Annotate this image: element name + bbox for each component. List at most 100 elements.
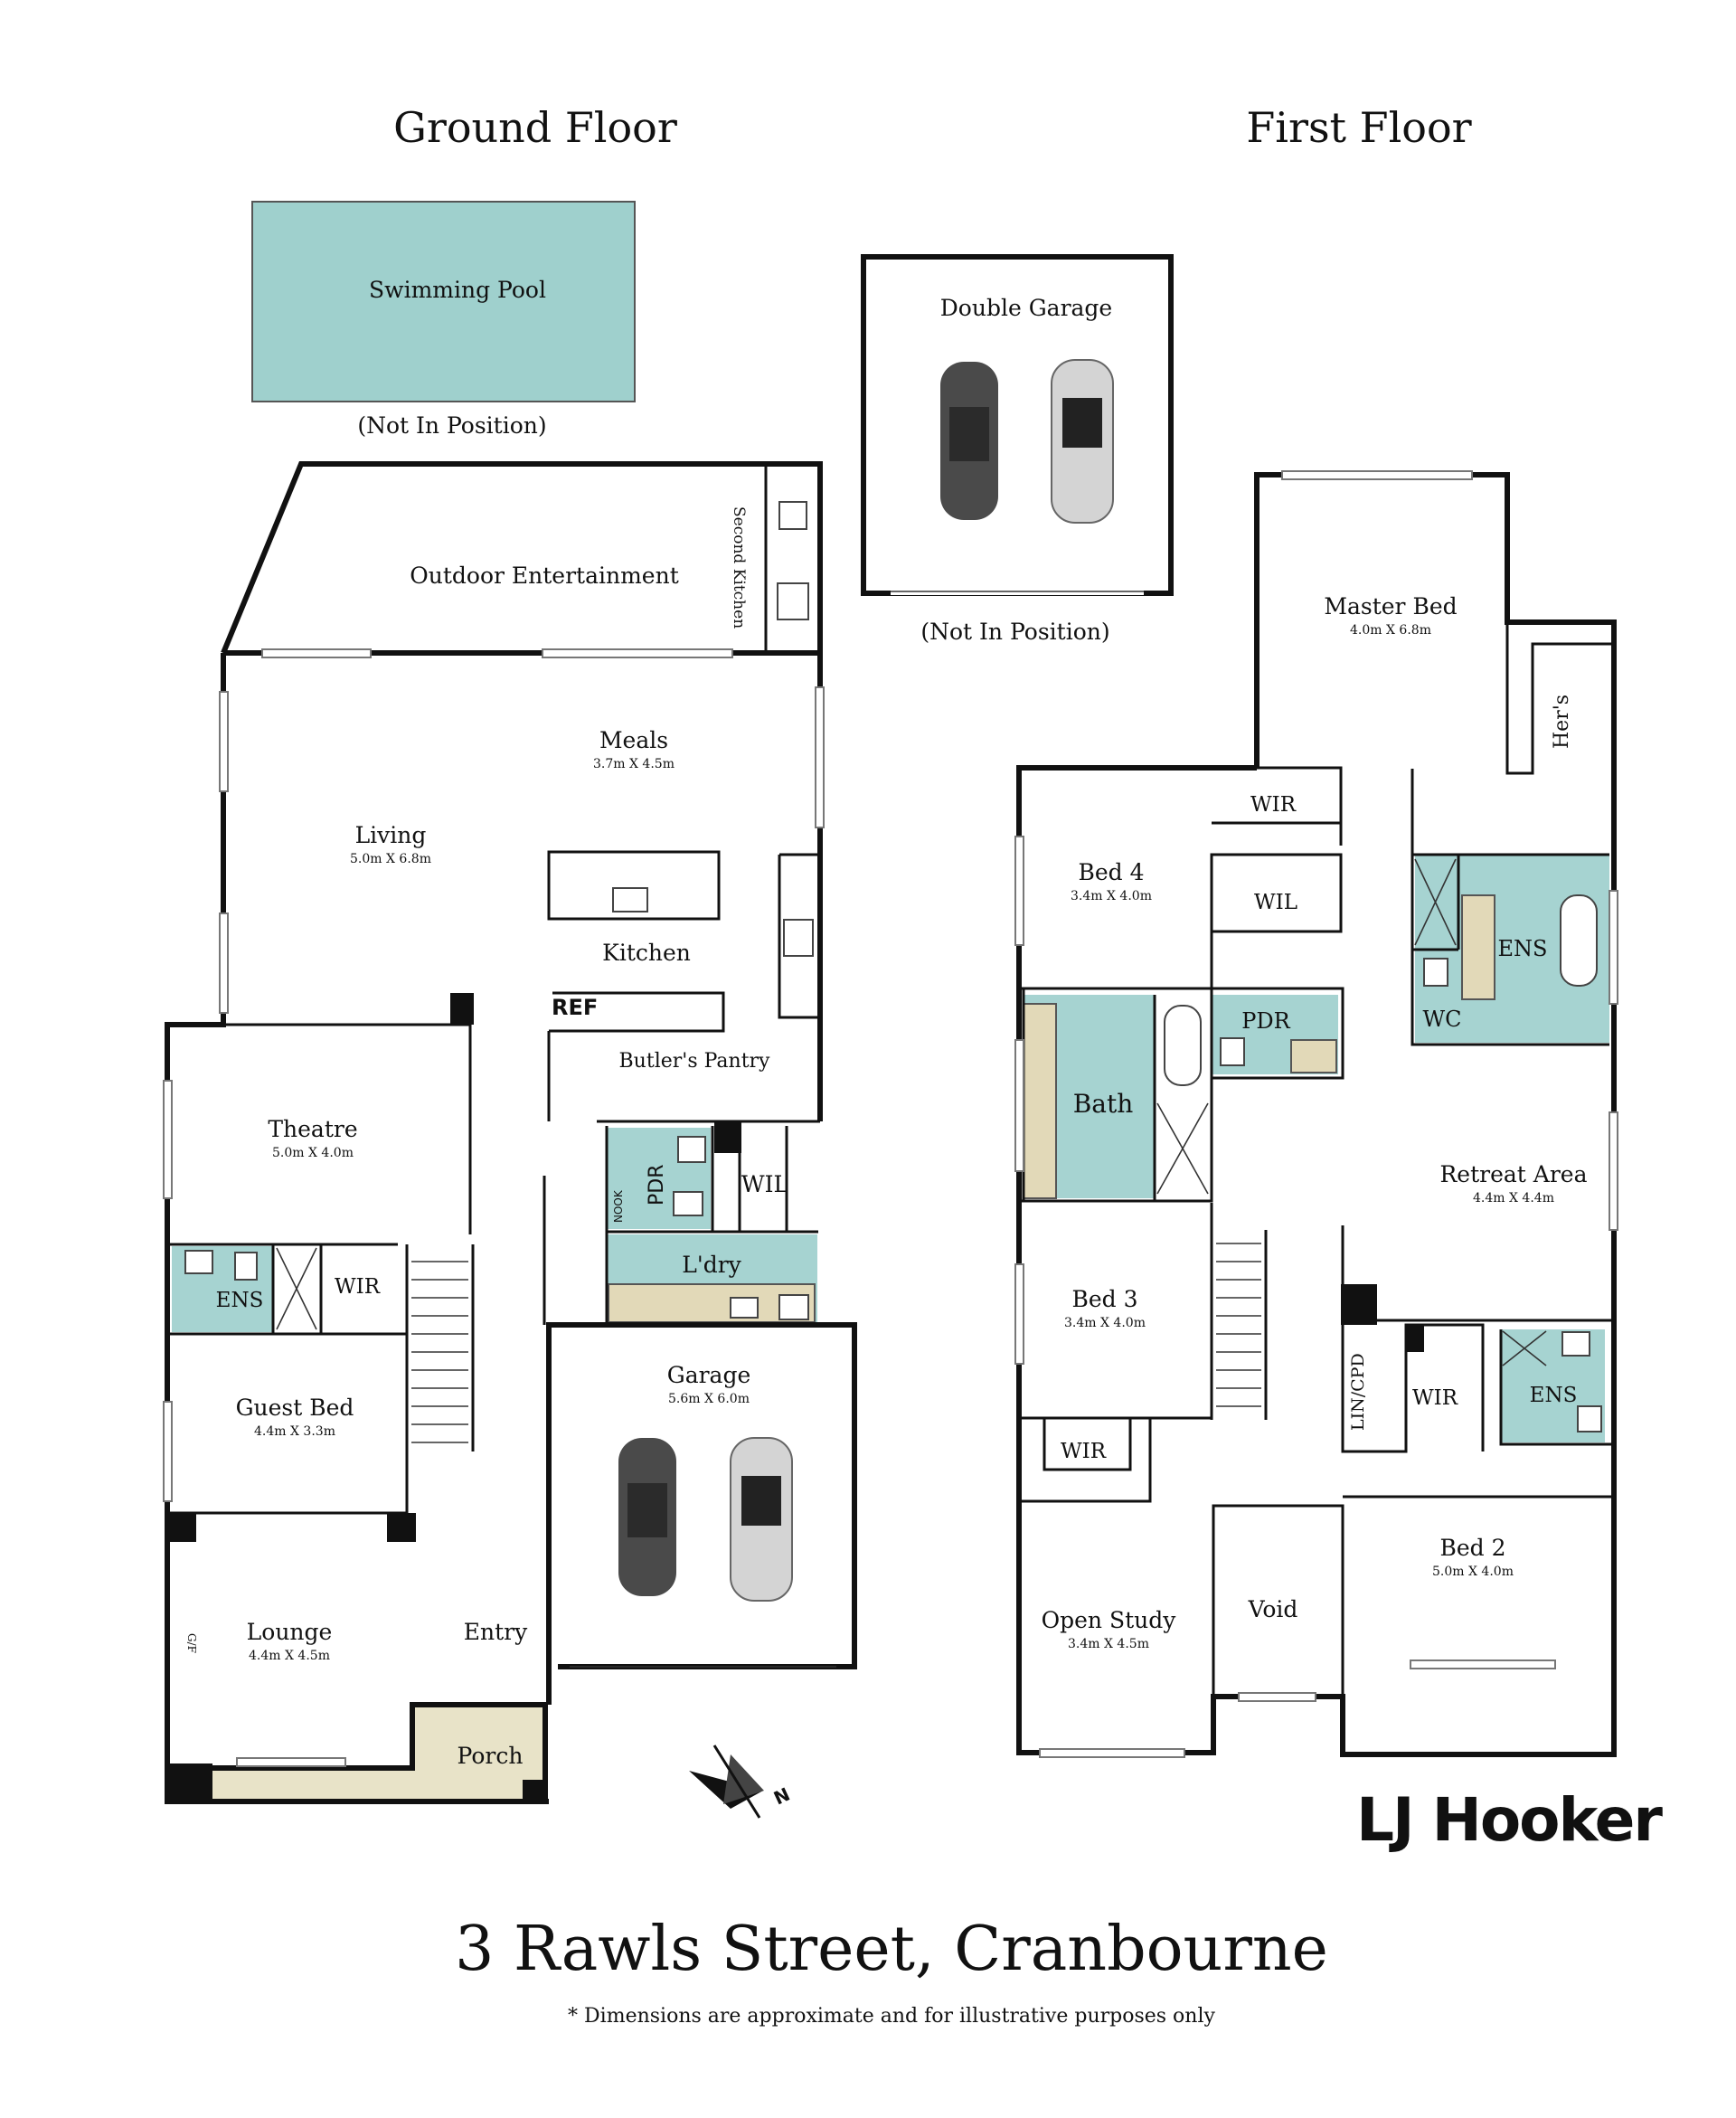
toilet-icon	[234, 1252, 258, 1281]
void-wall	[1212, 1504, 1344, 1697]
wc-label: WC	[1422, 1007, 1461, 1032]
ens2-label: ENS	[1530, 1384, 1578, 1407]
void-label: Void	[1248, 1596, 1298, 1622]
wir-top-label: WIR	[1250, 793, 1297, 817]
bed4-dims: 3.4m X 4.0m	[1071, 889, 1152, 903]
laundry-label: L'dry	[682, 1252, 741, 1278]
column	[450, 993, 474, 1025]
window	[236, 1757, 346, 1767]
swimming-pool-label: Swimming Pool	[369, 277, 546, 303]
wir-mid-label: WIR	[1412, 1386, 1458, 1410]
theatre-dims: 5.0m X 4.0m	[272, 1146, 354, 1160]
pdr-vanity	[1290, 1039, 1337, 1073]
column	[167, 1763, 212, 1801]
gf-label: G/F	[185, 1633, 198, 1653]
hers-wall	[1505, 622, 1614, 775]
garage-car-dark-icon	[618, 1438, 676, 1596]
shower-cross	[1156, 1102, 1209, 1195]
double-garage-note: (Not In Position)	[920, 619, 1109, 645]
window	[1609, 890, 1618, 1005]
first-floor-plan: Double Garage (Not In Position)	[861, 254, 1618, 1758]
double-garage-label: Double Garage	[940, 295, 1112, 321]
study-dims: 3.4m X 4.5m	[1068, 1637, 1149, 1651]
kitchen-cooktop-icon	[783, 919, 814, 957]
ground-floor-plan: Swimming Pool (Not In Position)	[163, 201, 857, 1819]
first-stairs	[1216, 1243, 1261, 1407]
entry-label: Entry	[464, 1619, 528, 1645]
toilet-icon	[1220, 1037, 1245, 1066]
study-label: Open Study	[1042, 1607, 1177, 1633]
guest-bed-label: Guest Bed	[236, 1395, 354, 1421]
porch-wall	[211, 1702, 548, 1800]
pdr-label: PDR	[1241, 1008, 1290, 1034]
logo-text: LJ Hooker	[1356, 1785, 1663, 1855]
sink-icon	[777, 582, 809, 620]
porch-area	[211, 1705, 545, 1800]
window	[219, 912, 229, 1014]
kitchen-island	[547, 850, 721, 921]
window	[815, 686, 825, 828]
ref-label: REF	[552, 995, 598, 1020]
toilet-icon	[1577, 1405, 1602, 1432]
ground-stairs	[411, 1261, 468, 1443]
meals-label: Meals	[599, 727, 668, 753]
compass-icon: N	[689, 1745, 793, 1819]
bathtub-icon	[1560, 894, 1598, 987]
address-title: 3 Rawls Street, Cranbourne	[455, 1914, 1328, 1985]
basin-icon	[677, 1136, 706, 1163]
master-bed-dims: 4.0m X 6.8m	[1350, 623, 1431, 638]
shower-cross	[1502, 1330, 1547, 1366]
pool-note: (Not In Position)	[357, 412, 546, 439]
wir-bed3-inner	[1043, 1418, 1132, 1471]
kitchen-bench	[549, 991, 725, 1033]
window	[1039, 1748, 1185, 1758]
bed3-dims: 3.4m X 4.0m	[1064, 1316, 1146, 1330]
lin-cpd-label: LIN/CPD	[1348, 1353, 1368, 1431]
window	[1410, 1659, 1556, 1669]
bath-vanity	[1023, 1003, 1057, 1199]
retreat-label: Retreat Area	[1439, 1161, 1587, 1187]
hers-label: Her's	[1551, 695, 1573, 749]
lj-hooker-logo: LJ Hooker	[1356, 1785, 1665, 1855]
nook-label: NOOK	[612, 1189, 625, 1223]
lin-wall	[1341, 1225, 1485, 1453]
window	[1238, 1692, 1316, 1702]
ens-master-left-wall	[1410, 769, 1609, 1046]
outdoor-label: Outdoor Entertainment	[410, 563, 679, 589]
swimming-pool	[251, 201, 636, 402]
lounge-dims: 4.4m X 4.5m	[249, 1649, 330, 1663]
wil-label: WIL	[1254, 891, 1297, 914]
toilet-icon	[1423, 958, 1448, 987]
bed4-label: Bed 4	[1078, 859, 1144, 885]
column	[167, 1513, 196, 1542]
wir-bed3-wall	[1019, 1418, 1152, 1503]
washer-icon	[778, 1294, 809, 1320]
living-dims: 5.0m X 6.8m	[350, 852, 431, 866]
window	[219, 691, 229, 792]
living-label: Living	[355, 822, 427, 848]
retreat-dims: 4.4m X 4.4m	[1473, 1191, 1554, 1206]
shower-cross	[1414, 858, 1457, 946]
column	[1341, 1284, 1377, 1325]
bed4-wall	[1019, 853, 1343, 990]
column	[523, 1780, 545, 1801]
window	[1609, 1111, 1618, 1231]
laundry-sink-icon	[730, 1297, 759, 1319]
compass-north-label: N	[770, 1783, 793, 1810]
window	[542, 648, 733, 658]
double-garage-car-dark-icon	[940, 362, 998, 520]
disclaimer: * Dimensions are approximate and for ill…	[568, 2005, 1215, 2028]
window	[1014, 836, 1024, 946]
column	[714, 1121, 741, 1153]
double-garage-car-light-icon	[1051, 359, 1114, 524]
first-floor-heading: First Floor	[1246, 103, 1471, 152]
window	[1014, 1039, 1024, 1172]
bed3-label: Bed 3	[1071, 1286, 1137, 1312]
garage-dims: 5.6m X 6.0m	[668, 1392, 750, 1406]
butlers-pantry-label: Butler's Pantry	[619, 1050, 771, 1073]
garage-label: Garage	[667, 1362, 751, 1388]
theatre-label: Theatre	[268, 1116, 357, 1142]
second-kitchen-label: Second Kitchen	[730, 506, 748, 629]
wir-wall	[1257, 766, 1343, 846]
bathtub-icon	[1164, 1005, 1202, 1086]
